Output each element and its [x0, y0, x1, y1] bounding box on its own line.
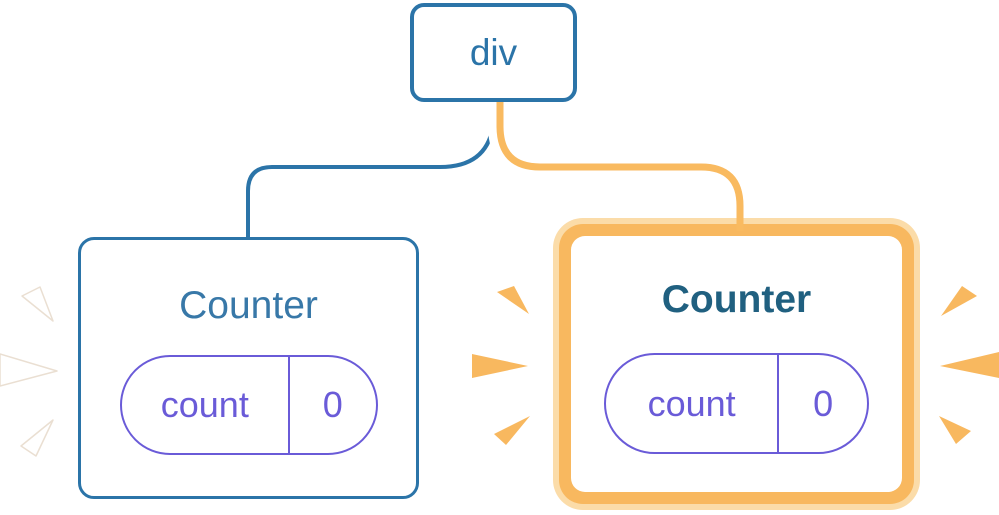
counter-card-right-border: Counter count 0 — [559, 224, 914, 504]
sparkle-burst-right-outer-orange — [939, 286, 999, 444]
sparkle-burst-left-white — [0, 286, 58, 457]
sparkle-icon — [941, 286, 977, 316]
state-value-right: 0 — [777, 355, 867, 452]
state-value-left: 0 — [288, 357, 375, 453]
sparkle-burst-right-inner-orange — [472, 286, 530, 445]
counter-title-left: Counter — [179, 284, 318, 327]
sparkle-icon — [472, 354, 528, 378]
sparkle-icon — [940, 352, 999, 378]
sparkle-icon — [20, 419, 54, 457]
sparkle-icon — [497, 286, 529, 314]
state-pill-left: count 0 — [119, 355, 378, 455]
edge-div-to-right-counter — [496, 102, 744, 231]
state-pill-right: count 0 — [604, 353, 869, 454]
state-key-right: count — [647, 382, 736, 424]
edge-right-casing — [488, 102, 752, 217]
div-node-label: div — [469, 31, 518, 73]
counter-card-right: Counter count 0 — [571, 236, 902, 492]
counter-card-left: Counter count 0 — [78, 237, 419, 499]
sparkle-icon — [494, 416, 530, 445]
state-key-left: count — [160, 384, 249, 425]
sparkle-icon — [0, 353, 58, 387]
edge-div-to-left-counter — [246, 102, 496, 239]
tree-node-div: div — [410, 3, 577, 102]
counter-title-right: Counter — [661, 278, 812, 321]
sparkle-icon — [21, 286, 54, 322]
sparkle-icon — [939, 416, 971, 444]
counter-card-right-highlight-ring: Counter count 0 — [553, 218, 920, 510]
